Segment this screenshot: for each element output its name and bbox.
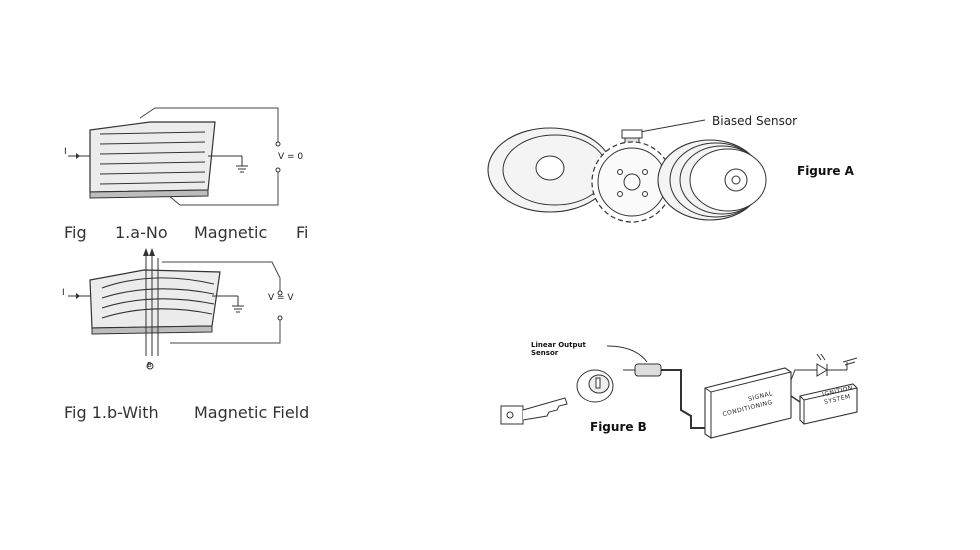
fig1a-current-label: I <box>64 147 67 157</box>
figure-b-sensor-label-1: Linear Output <box>531 341 586 349</box>
fig1b-diagram <box>68 248 283 370</box>
figure-a-sensor-label: Biased Sensor <box>712 114 798 128</box>
fig1a-caption-part: Fi <box>296 223 309 242</box>
figure-a-title: Figure A <box>797 164 854 178</box>
fig1a-diagram <box>68 107 281 206</box>
fig1a-caption-part: 1.a-No <box>115 223 168 242</box>
figure-b-sensor-label-2: Sensor <box>531 349 559 357</box>
fig1b-caption-part: Fig 1.b-With <box>64 403 159 422</box>
fig1a-voltage-label: V = 0 <box>278 152 304 162</box>
fig1a-caption-part: Magnetic <box>194 223 268 242</box>
fig1b-current-label: I <box>62 288 65 298</box>
fig1b-caption: Fig 1.b-With Magnetic Field <box>64 403 324 425</box>
figure-b-diagram <box>500 345 858 439</box>
figure-b-title: Figure B <box>590 420 647 434</box>
fig1b-caption-part: Magnetic Field <box>194 403 310 422</box>
fig1b-field-label: B <box>147 361 152 369</box>
figure-a-diagram <box>487 119 767 223</box>
fig1b-voltage-label: V = V <box>268 293 294 303</box>
fig1a-caption-part: Fig <box>64 223 87 242</box>
fig1a-caption: Fig 1.a-No Magnetic Fi <box>64 223 324 245</box>
